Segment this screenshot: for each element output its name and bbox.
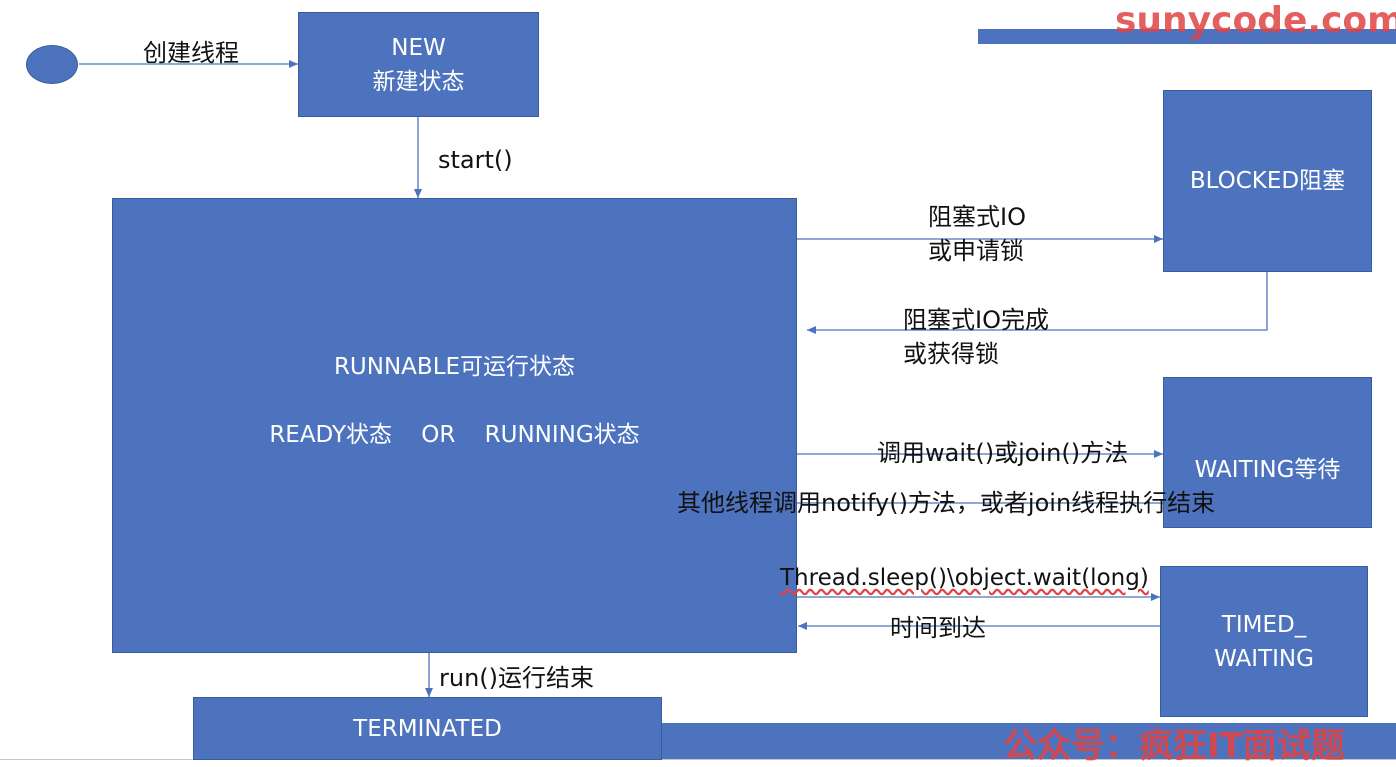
label-from-waiting: 其他线程调用notify()方法，或者join线程执行结束 xyxy=(677,489,1216,517)
label-to-blocked: 阻塞式IO 或申请锁 xyxy=(928,200,1026,268)
node-terminated-label: TERMINATED xyxy=(353,715,502,742)
top-right-bar xyxy=(978,29,1396,44)
node-blocked: BLOCKED阻塞 xyxy=(1163,90,1372,272)
start-node xyxy=(26,45,78,84)
node-blocked-label: BLOCKED阻塞 xyxy=(1189,168,1346,194)
node-new: NEW 新建状态 xyxy=(298,12,539,117)
node-timed-line1: TIMED_ xyxy=(1221,611,1307,638)
node-runnable-line2: READY状态 OR RUNNING状态 xyxy=(269,421,640,448)
bottom-rule xyxy=(0,759,1396,760)
node-new-line1: NEW xyxy=(391,34,446,61)
label-run-end: run()运行结束 xyxy=(439,664,595,692)
node-timed-waiting: TIMED_ WAITING xyxy=(1160,566,1368,717)
bottom-bar xyxy=(660,723,1396,759)
label-to-timed: Thread.sleep()\object.wait(long) xyxy=(780,565,1149,591)
label-from-blocked-line1: 阻塞式IO完成 xyxy=(903,306,1049,334)
label-from-blocked: 阻塞式IO完成 或获得锁 xyxy=(903,303,1049,371)
arrow-from-blocked xyxy=(807,272,1268,334)
label-to-blocked-line1: 阻塞式IO xyxy=(928,203,1026,231)
label-from-timed: 时间到达 xyxy=(890,614,986,642)
node-waiting: WAITING等待 xyxy=(1163,377,1372,528)
label-to-waiting: 调用wait()或join()方法 xyxy=(877,439,1129,467)
node-runnable: RUNNABLE可运行状态 READY状态 OR RUNNING状态 xyxy=(112,198,797,653)
watermark-wechat: 公众号：疯狂IT面试题 xyxy=(1003,726,1345,766)
label-from-blocked-line2: 或获得锁 xyxy=(903,340,999,368)
node-runnable-line1: RUNNABLE可运行状态 xyxy=(333,353,576,380)
label-create: 创建线程 xyxy=(143,39,239,67)
node-terminated: TERMINATED xyxy=(193,697,662,760)
node-timed-line2: WAITING xyxy=(1214,645,1314,672)
node-waiting-label: WAITING等待 xyxy=(1194,456,1341,483)
label-start: start() xyxy=(438,146,513,174)
label-to-blocked-line2: 或申请锁 xyxy=(928,237,1024,265)
node-new-line2: 新建状态 xyxy=(372,68,465,95)
watermark-site: sunycode.com xyxy=(1115,0,1396,41)
